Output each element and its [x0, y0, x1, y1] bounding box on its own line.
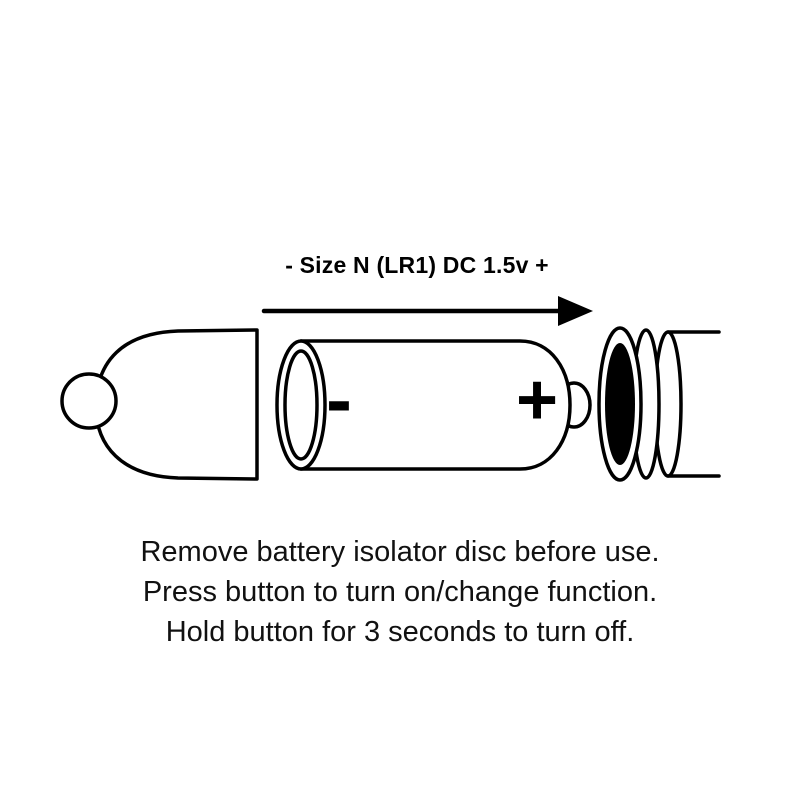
- battery-cap: [94, 328, 259, 481]
- direction-arrow-icon: [261, 296, 593, 326]
- instruction-line-3: Hold button for 3 seconds to turn off.: [165, 616, 635, 648]
- battery-body: [299, 339, 572, 471]
- battery-isolator-disc: [605, 343, 635, 465]
- battery-negative-end-rim: [283, 349, 319, 461]
- instruction-line-2: Press button to turn on/change function.: [142, 576, 658, 608]
- instruction-line-1: Remove battery isolator disc before use.: [140, 536, 660, 568]
- negative-terminal-symbol: -: [326, 355, 352, 443]
- power-button: [60, 372, 118, 430]
- battery-size-label: - Size N (LR1) DC 1.5v +: [285, 252, 549, 278]
- positive-terminal-symbol: +: [516, 360, 558, 440]
- instructions-text: Remove battery isolator disc before use.…: [0, 532, 800, 652]
